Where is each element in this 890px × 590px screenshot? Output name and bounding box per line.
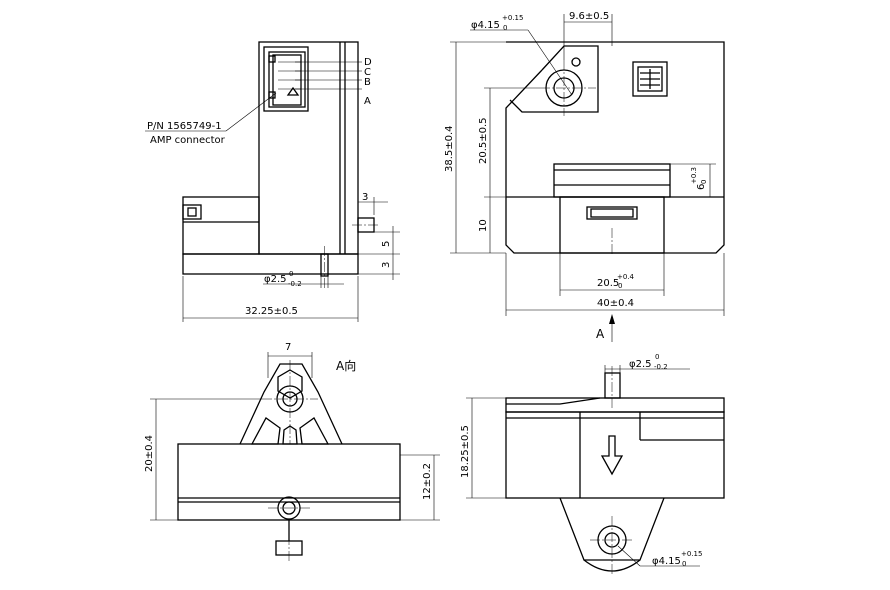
dim-hex-width: 7 bbox=[285, 342, 291, 353]
front-view: φ4.15 +0.15 0 9.6±0.5 38.5±0.4 20.5±0.5 … bbox=[444, 11, 725, 342]
direction-arrow-icon bbox=[600, 435, 624, 476]
part-number: P/N 1565749-1 bbox=[147, 121, 222, 132]
dim-pitch: 9.6±0.5 bbox=[569, 11, 609, 22]
top-view: 7 A向 20±0.4 12±0.2 bbox=[144, 342, 440, 562]
dim-pin-tol-up: 0 bbox=[289, 270, 293, 278]
dim-pin-tol-lo: -0.2 bbox=[288, 280, 302, 288]
connector-name: AMP connector bbox=[150, 135, 226, 146]
dim-end-pin-tol-up: 0 bbox=[655, 353, 659, 361]
side-base bbox=[182, 253, 359, 275]
end-view: φ2.5 0 -0.2 18.25±0.5 φ4.15 +0.15 0 bbox=[460, 353, 725, 574]
dim-3-top: 3 bbox=[362, 192, 368, 203]
dim-top-hole-tol-up: +0.15 bbox=[502, 14, 523, 22]
dim-end-pin-tol-lo: -0.2 bbox=[654, 363, 668, 371]
front-body bbox=[505, 41, 725, 254]
dim-slot-height-tol-up: +0.3 bbox=[690, 167, 698, 184]
dim-5: 5 bbox=[381, 241, 392, 247]
dim-slot-height: 6 bbox=[696, 184, 707, 190]
dim-top-hole-tol-lo: 0 bbox=[503, 24, 507, 32]
brand-logo bbox=[632, 61, 668, 97]
top-body bbox=[177, 443, 401, 521]
pin-label-b: B bbox=[364, 77, 371, 88]
pin-label-d: D bbox=[364, 57, 372, 68]
pin-label-a: A bbox=[364, 96, 371, 107]
dim-end-pin-dia: φ2.5 bbox=[629, 359, 652, 370]
dim-bottom-hole-tol-lo: 0 bbox=[682, 560, 686, 568]
dim-total-height: 38.5±0.4 bbox=[444, 125, 455, 172]
dim-12: 12±0.2 bbox=[422, 463, 433, 500]
top-lug bbox=[239, 363, 343, 445]
dim-pin-dia: φ2.5 bbox=[264, 274, 287, 285]
end-pin bbox=[604, 372, 621, 399]
dim-18-25: 18.25±0.5 bbox=[460, 425, 471, 478]
dim-bottom-hole: φ4.15 bbox=[652, 556, 681, 567]
dim-bottom-hole-tol-up: +0.15 bbox=[681, 550, 702, 558]
dim-slot-height-tol-lo: 0 bbox=[700, 180, 708, 184]
end-body bbox=[505, 411, 725, 499]
dim-slot-width-tol-up: +0.4 bbox=[617, 273, 635, 281]
dim-20: 20±0.4 bbox=[144, 435, 155, 472]
front-slot bbox=[586, 206, 638, 220]
side-view: D C B A P/N 1565749-1 AMP connector 3 5 … bbox=[145, 41, 400, 322]
pin-label-c: C bbox=[364, 67, 371, 78]
view-a-label: A向 bbox=[336, 358, 356, 373]
dim-hole-height: 20.5±0.5 bbox=[478, 117, 489, 164]
dim-base-height: 10 bbox=[478, 219, 489, 232]
dim-3-bottom: 3 bbox=[381, 262, 392, 268]
dim-total-width: 40±0.4 bbox=[597, 298, 634, 309]
dim-side-depth: 32.25±0.5 bbox=[245, 306, 298, 317]
dim-slot-width: 20.5 bbox=[597, 278, 619, 289]
dim-top-hole: φ4.15 bbox=[471, 20, 500, 31]
view-arrow-label: A bbox=[596, 327, 605, 341]
amp-connector bbox=[263, 46, 309, 112]
dim-slot-width-tol-lo: 0 bbox=[618, 282, 622, 290]
